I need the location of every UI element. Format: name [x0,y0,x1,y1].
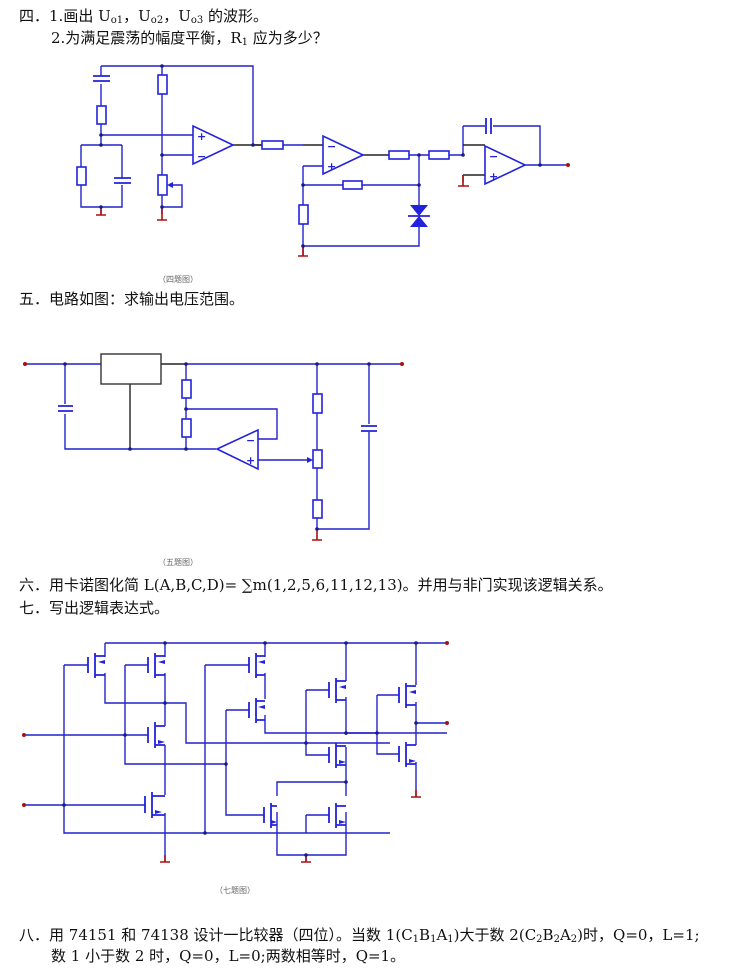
q7-nmos-transistor [263,803,277,828]
q4-resistor-limit [388,150,410,160]
q5-ground-icon [312,529,322,541]
q6-line: 六．用卡诺图化简 L(A,B,C,D)= ∑m(1,2,5,6,11,12,13… [19,576,613,594]
q7-vdd-terminal [445,641,449,645]
q6-number: 六． [19,576,50,594]
q7-wires [24,642,447,862]
q7-number: 七． [19,599,50,617]
svg-text:+: + [489,170,498,183]
q4-resistor-ground [298,204,309,225]
q5-capacitor-output [361,425,377,432]
q4-number: 四． [19,7,50,25]
q5-resistor-upper [181,379,192,399]
q5-potentiometer-wiper-icon [307,457,313,463]
q4-opamp-comparator: − + [322,134,365,176]
q4-ground-icon [458,175,469,187]
q5-opamp: − + [215,428,259,471]
q4-capacitor-integrator [485,118,492,134]
q4-ground-icon [157,207,167,221]
svg-text:−: − [197,150,206,163]
q7-pmos-transistor [147,653,165,678]
q7-output-terminal [445,721,449,725]
q5-resistor-divider-bottom [312,499,323,519]
q4-figure-caption: （四题图） [158,275,198,284]
svg-text:+: + [246,454,255,467]
q7-nmos-transistor [328,803,346,828]
q4-capacitor-series [93,75,110,82]
q4-opamp-oscillator: + − [192,124,235,166]
q7-pmos-transistor [87,653,105,678]
q4-resistor-parallel [76,166,87,186]
q4-potentiometer-wiper-icon [167,182,173,188]
q7-pmos-transistor [248,698,265,723]
q5-line: 五．电路如图：求输出电压范围。 [19,290,244,308]
svg-text:+: + [327,160,336,173]
q4-zener-diode-icon [408,205,430,227]
q7-nmos-transistor [144,792,165,818]
q7-nmos-transistor [328,743,346,768]
q7-pmos-transistor [248,653,265,678]
q7-ground-icon [160,855,170,863]
q7-figure-caption: （七题图） [215,886,255,895]
q7-pmos-transistor [398,683,416,708]
svg-text:−: − [327,140,336,153]
q5-text: 电路如图：求输出电压范围。 [49,290,245,308]
q5-regulator-block [100,353,162,385]
q4-resistor-series [96,105,107,125]
q7-ground-icon [411,790,421,798]
q5-junctions [63,362,371,531]
q6-text: 用卡诺图化简 L(A,B,C,D)= ∑m(1,2,5,6,11,12,13)。… [49,576,613,594]
q4-junctions [99,64,542,248]
q4-resistor-integrator-in [428,150,450,160]
svg-text:−: − [246,434,255,447]
q5-output-terminal [400,362,404,366]
svg-text:−: − [489,150,498,163]
q7-line: 七．写出逻辑表达式。 [19,599,169,617]
q7-input-terminal-b [22,803,26,807]
q5-capacitor-input [58,405,73,412]
q5-resistor-lower [181,418,192,438]
q4-resistor-comparator-in [261,140,284,150]
q7-input-terminal-a [22,733,26,737]
q4-line1: 四．1.画出 Uo1，Uo2，Uo3 的波形。 [19,7,269,26]
q4-resistor-feedback [342,180,363,190]
q7-text: 写出逻辑表达式。 [49,599,170,617]
q7-pmos-transistor [328,678,346,703]
q4-line2: 2.为满足震荡的幅度平衡，R1 应为多少？ [51,29,328,48]
q4-capacitor-parallel [114,177,131,184]
q7-junctions [62,641,418,857]
q8-number: 八． [19,926,50,944]
q4-opamp-integrator: − + [484,144,527,186]
q4-output-terminal [566,163,570,167]
q5-resistor-divider-top [312,393,323,414]
q7-nmos-transistor [398,742,416,767]
q7-nmos-transistor [147,722,165,748]
q5-number: 五． [19,290,50,308]
q5-wires [25,363,402,530]
q4-resistor-r1 [157,74,168,95]
q8-line2: 数 1 小于数 2 时，Q=0，L=0;两数相等时，Q=1。 [51,947,406,965]
q8-line1: 八．用 74151 和 74138 设计一比较器（四位）。当数 1(C1B1A1… [19,926,700,945]
q5-figure-caption: （五题图） [158,558,198,567]
svg-text:+: + [197,130,206,143]
q5-input-terminal [23,362,27,366]
q5-potentiometer [312,449,323,469]
